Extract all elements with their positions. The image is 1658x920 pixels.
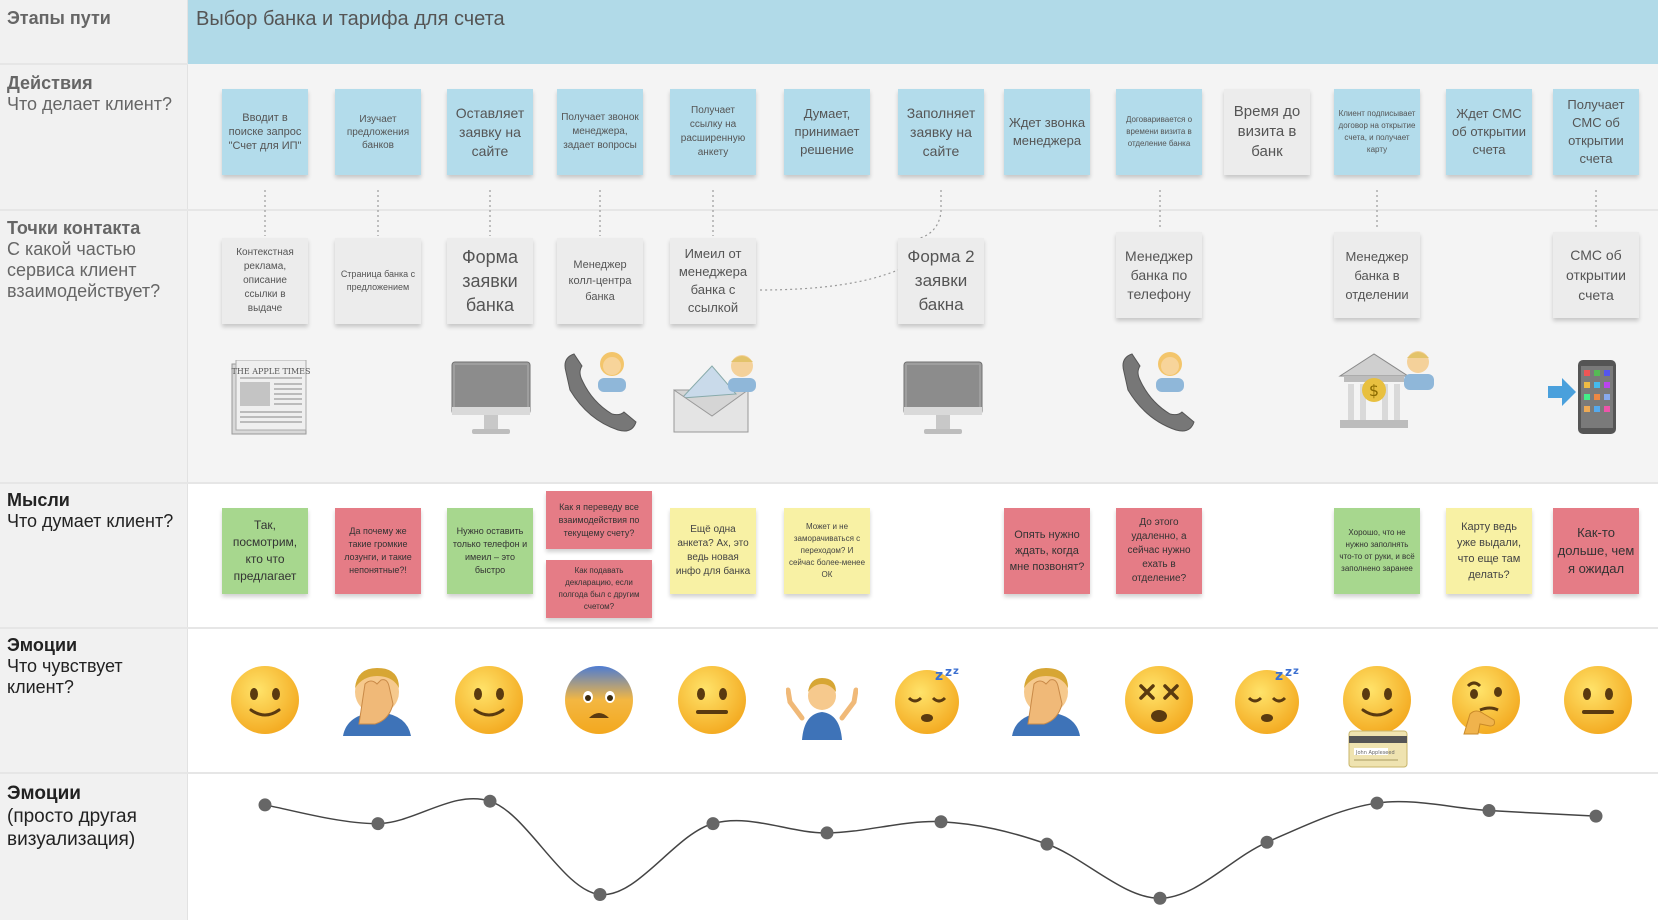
stage-title: Выбор банка и тарифа для счета — [196, 8, 505, 30]
touchpoint-note: Контекстная реклама, описание ссылки в в… — [222, 238, 308, 324]
thought-note: Может и не заморачиваться с переходом? И… — [784, 508, 870, 594]
thought-note: Нужно оставить только телефон и имеил – … — [447, 508, 533, 594]
touchpoint-note: Форма 2 заявки бакна — [898, 238, 984, 324]
action-note: Оставляет заявку на сайте — [447, 89, 533, 175]
emotions-line-row-label: Эмоции(просто другая визуализация) — [7, 783, 137, 850]
touchpoint-note: Имеил от менеджера банка с ссылкой — [670, 238, 756, 324]
emotion-point — [706, 817, 720, 831]
action-note: Получает ссылку на расширенную анкету — [670, 89, 756, 175]
sleepy-face-icon: z z z — [1235, 665, 1299, 734]
stage-band: Выбор банка и тарифа для счета — [188, 0, 1658, 64]
emotion-point — [1370, 796, 1384, 810]
stage-row-label: Этапы пути — [7, 8, 111, 28]
separator — [0, 209, 1658, 211]
slightly-smiling-face-icon — [1343, 666, 1411, 734]
svg-text:z: z — [1293, 666, 1299, 677]
anxious-face-icon — [565, 666, 633, 734]
monitor-icon — [903, 361, 983, 434]
facepalm-icon — [1012, 668, 1080, 736]
sms-phone-icon — [1548, 360, 1616, 434]
shrug-icon — [786, 678, 858, 740]
touchpoint-note: Менеджер колл-центра банка — [557, 238, 643, 324]
thought-note: До этого удаленно, а сейчас нужно ехать … — [1116, 508, 1202, 594]
thinking-face-icon — [1452, 666, 1520, 735]
action-note: Получает СМС об открытии счета — [1553, 89, 1639, 175]
neutral-face-icon — [1564, 666, 1632, 734]
emotion-point — [1260, 835, 1274, 849]
emotion-point — [593, 888, 607, 902]
thought-note: Ещё одна анкета? Ах, это ведь новая инфо… — [670, 508, 756, 594]
thought-note: Как я переведу все взаимодействия по тек… — [546, 491, 652, 549]
separator — [0, 772, 1658, 774]
svg-text:z: z — [935, 668, 943, 684]
action-note: Думает, принимает решение — [784, 89, 870, 175]
slightly-smiling-face-icon — [455, 666, 523, 734]
action-note: Получает звонок менеджера, задает вопрос… — [557, 89, 643, 175]
monitor-icon — [451, 361, 531, 434]
phone-manager-icon — [564, 352, 637, 432]
action-note: Время до визита в банк — [1224, 89, 1310, 175]
separator — [0, 63, 188, 65]
emotion-point — [1589, 809, 1603, 823]
bank-manager-icon: $ — [1338, 351, 1434, 428]
thought-note: Хорошо, что не нужно заполнять что-то от… — [1334, 508, 1420, 594]
emotion-line-chart — [258, 794, 1603, 905]
emotion-point — [483, 794, 497, 808]
newspaper-icon: THE APPLE TIMES — [231, 360, 310, 435]
action-note: Заполняет заявку на сайте — [898, 89, 984, 175]
phone-manager-icon — [1122, 352, 1195, 432]
emotion-point — [1153, 891, 1167, 905]
touchpoint-note: СМС об открытии счета — [1553, 232, 1639, 318]
emotion-curve — [264, 797, 1597, 900]
sleepy-face-icon: z z z — [895, 665, 959, 734]
touchpoint-note: Менеджер банка по телефону — [1116, 232, 1202, 318]
facepalm-icon — [343, 668, 411, 736]
emotion-point — [1482, 804, 1496, 818]
emotion-point — [1040, 837, 1054, 851]
thought-note: Опять нужно ждать, когда мне позвонят? — [1004, 508, 1090, 594]
separator — [0, 482, 1658, 484]
touchpoint-note: Страница банка с предложением — [335, 238, 421, 324]
thought-note: Так, посмотрим, кто что предлагает — [222, 508, 308, 594]
emotion-point — [258, 798, 272, 812]
svg-text:z: z — [953, 666, 959, 677]
emotion-point — [934, 815, 948, 829]
thought-note: Как-то дольше, чем я ожидал — [1553, 508, 1639, 594]
action-note: Ждет звонка менеджера — [1004, 89, 1090, 175]
emotion-point — [371, 817, 385, 831]
slightly-smiling-face-icon — [231, 666, 299, 734]
emotion-point — [820, 826, 834, 840]
svg-text:z: z — [1275, 668, 1283, 684]
action-note: Изучает предложения банков — [335, 89, 421, 175]
row-labels-column — [0, 0, 188, 920]
thought-note: Как подавать декларацию, если полгода бы… — [546, 560, 652, 618]
touchpoint-note: Менеджер банка в отделении — [1334, 232, 1420, 318]
action-note: Клиент подписывает договор на открытие с… — [1334, 89, 1420, 175]
separator — [0, 627, 1658, 629]
thought-note: Карту ведь уже выдали, что еще там делат… — [1446, 508, 1532, 594]
action-note: Ждет СМС об открытии счета — [1446, 89, 1532, 175]
touchpoint-note: Форма заявки банка — [447, 238, 533, 324]
dizzy-face-icon — [1125, 666, 1193, 734]
thought-note: Да почему же такие громкие лозунги, и та… — [335, 508, 421, 594]
email-manager-icon — [673, 355, 756, 433]
emotion-points — [258, 794, 1603, 905]
action-note: Договаривается о времени визита в отделе… — [1116, 89, 1202, 175]
action-note: Вводит в поиске запрос "Счет для ИП" — [222, 89, 308, 175]
svg-text:John Appleseed: John Appleseed — [1355, 750, 1395, 756]
svg-text:THE APPLE TIMES: THE APPLE TIMES — [232, 367, 310, 376]
svg-text:z: z — [1285, 665, 1292, 679]
svg-text:$: $ — [1369, 381, 1379, 400]
bank-card-icon: John Appleseed — [1348, 730, 1408, 768]
svg-text:z: z — [945, 665, 952, 679]
neutral-face-icon — [678, 666, 746, 734]
